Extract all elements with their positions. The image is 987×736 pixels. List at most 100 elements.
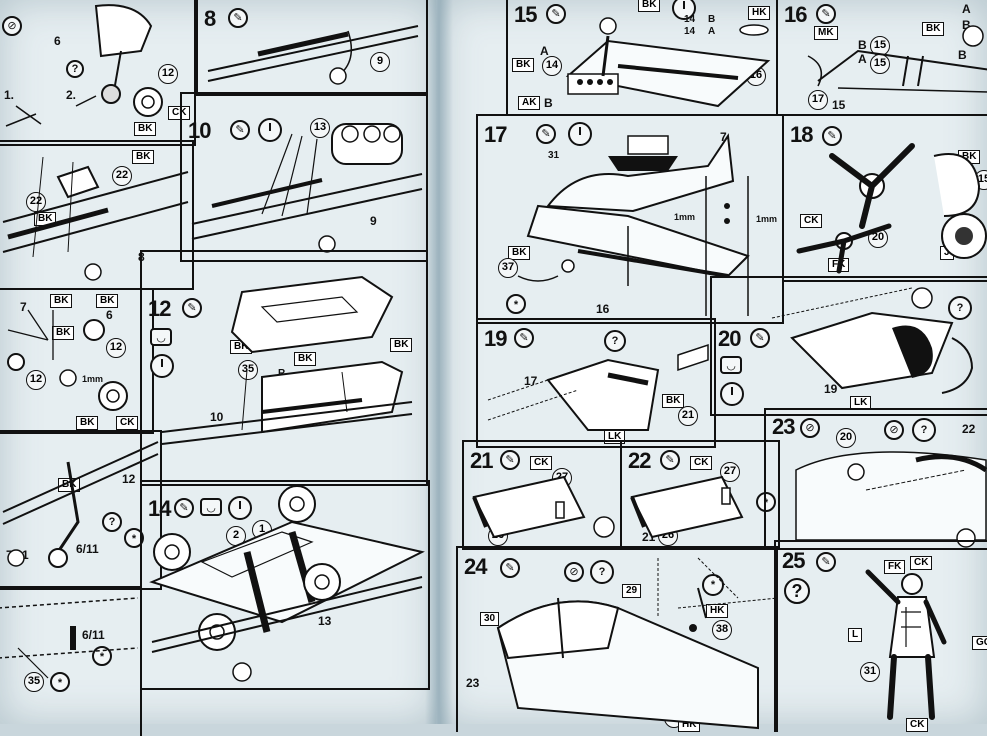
- fuselage-wing-join-drawing: [517, 133, 750, 316]
- wheel-strut-drawing: [7, 309, 128, 411]
- sanding-icon: ◡: [150, 328, 172, 346]
- side-label: B: [962, 18, 971, 32]
- part-number: 14: [684, 26, 696, 37]
- glue-icon: ✎: [514, 328, 534, 348]
- part-number: 15: [832, 98, 846, 112]
- part-number: 10: [210, 410, 224, 424]
- panel-step-22: 22 ✎ CK 27 * 21 26: [620, 440, 780, 550]
- color-code-badge: BK: [390, 338, 413, 352]
- part-callout: 22: [26, 192, 46, 212]
- wing-tape-drawing: [149, 485, 425, 682]
- sanding-icon: ◡: [720, 356, 742, 374]
- panel-step-16: 16 ✎ A MK B 15 B A 15 BK B 17 15: [776, 0, 987, 116]
- panel-gear-detail: 7 6 12 12 1mm BK BK BK BK CK: [0, 288, 154, 434]
- part-callout: 35: [24, 672, 44, 692]
- part-callout: 22: [112, 166, 132, 186]
- question-icon: ?: [948, 296, 972, 320]
- side-label: A: [708, 26, 716, 37]
- step-number: 20: [718, 326, 742, 351]
- color-code-badge: CK: [800, 214, 823, 228]
- asterisk-icon: *: [756, 492, 776, 512]
- side-label: A: [962, 2, 971, 16]
- panel-left-top: ⊘ 6 ? 12 1. 2. BK CK: [0, 0, 196, 146]
- wing-center-section-drawing: [161, 275, 413, 445]
- color-code-badge: CK: [530, 456, 553, 470]
- color-code-badge: BK: [294, 352, 317, 366]
- color-code-badge: HK: [748, 6, 771, 20]
- asterisk-icon: *: [506, 294, 526, 314]
- glue-icon: ✎: [182, 298, 202, 318]
- glue-icon: ✎: [500, 558, 520, 578]
- color-code-badge: BK: [76, 416, 99, 430]
- color-code-badge: BK: [922, 22, 945, 36]
- part-callout: 15: [870, 54, 890, 74]
- wing-rib-drawing: [191, 123, 423, 253]
- step-number: 14: [148, 496, 172, 521]
- step-number: 17: [484, 122, 508, 147]
- panel-step-10: 10 ✎ 13 9: [180, 92, 428, 262]
- color-code-badge: BK: [52, 326, 75, 340]
- question-icon: ?: [102, 512, 122, 532]
- panel-left-bottom: 6/11 * 35 *: [0, 586, 142, 736]
- part-callout: 38: [712, 620, 732, 640]
- part-callout: 15: [870, 36, 890, 56]
- side-label: B: [858, 38, 867, 52]
- part-number: 6: [106, 308, 113, 322]
- landing-gear-drawing: [5, 4, 163, 127]
- asterisk-icon: *: [50, 672, 70, 692]
- no-glue-icon: ⊘: [2, 16, 22, 36]
- part-callout: 21: [678, 406, 698, 426]
- part-callout: 12: [106, 338, 126, 358]
- panel-step-8: 8 ✎ 9: [196, 0, 428, 96]
- part-callout: 17: [808, 90, 828, 110]
- color-code-badge: CK: [690, 456, 713, 470]
- color-code-badge: BK: [662, 394, 685, 408]
- sub-step-label: 1.: [4, 88, 15, 102]
- part-number: 31: [548, 150, 560, 161]
- color-code-badge: BK: [508, 246, 531, 260]
- cockpit-tub-drawing: [472, 475, 615, 539]
- color-code-badge: HK: [706, 604, 729, 618]
- color-code-badge: BK: [638, 0, 661, 12]
- step-number: 24: [464, 554, 488, 579]
- glue-icon: ✎: [816, 552, 836, 572]
- color-code-badge: BK: [50, 294, 73, 308]
- drying-time-icon: [258, 118, 282, 142]
- color-code-badge: LK: [850, 396, 872, 410]
- part-callout: 14: [542, 56, 562, 76]
- part-callout: 13: [310, 118, 330, 138]
- glue-icon: ✎: [228, 8, 248, 28]
- step-number: 23: [772, 414, 796, 439]
- drying-time-icon: [150, 354, 174, 378]
- question-icon: ?: [912, 418, 936, 442]
- cockpit-floor-drawing: [565, 17, 771, 108]
- gear-leg-drawing: [2, 441, 159, 568]
- part-number: 22: [962, 422, 976, 436]
- propeller-engine-drawing: [796, 143, 987, 274]
- canopy-pilot-drawing: [795, 451, 987, 548]
- part-callout: 9: [370, 52, 390, 72]
- part-callout: 27: [720, 462, 740, 482]
- panel-step-14: 14 ✎ ◡ 2 1 13: [140, 480, 430, 690]
- step-number: 19: [484, 326, 508, 351]
- color-code-badge: BK: [132, 150, 155, 164]
- panel-step-25: 25 ✎ ? FK CK L GG 31 CK: [774, 540, 987, 732]
- part-callout: 31: [860, 662, 880, 682]
- measurement: 1mm: [756, 214, 778, 224]
- part-number: 12: [122, 472, 136, 486]
- color-code-badge: BK: [134, 122, 157, 136]
- color-code-badge: L: [848, 628, 863, 642]
- panel-step-18: 18 ✎ CK 20 FK BK 15 J: [782, 114, 987, 282]
- step-number: 15: [514, 2, 538, 27]
- color-code-badge: GG: [972, 636, 987, 650]
- sanding-icon: ◡: [200, 498, 222, 516]
- panel-step-12: 12 ✎ ◡ CK BK BK BK V R 35 R V 10: [140, 250, 428, 486]
- glue-icon: ✎: [500, 450, 520, 470]
- color-code-badge: FK: [884, 560, 906, 574]
- question-icon: ?: [784, 578, 810, 604]
- panel-step-17: 17 ✎ 7 31 1mm 1mm BK 37 * 16: [476, 114, 784, 324]
- part-number: 9: [370, 214, 377, 228]
- panel-step-24: 24 ✎ ⊘ ? 29 30 * HK 38 23 38 HK: [456, 546, 778, 732]
- drying-time-icon: [672, 0, 696, 20]
- panel-step-21: 21 ✎ CK 27 26: [462, 440, 622, 550]
